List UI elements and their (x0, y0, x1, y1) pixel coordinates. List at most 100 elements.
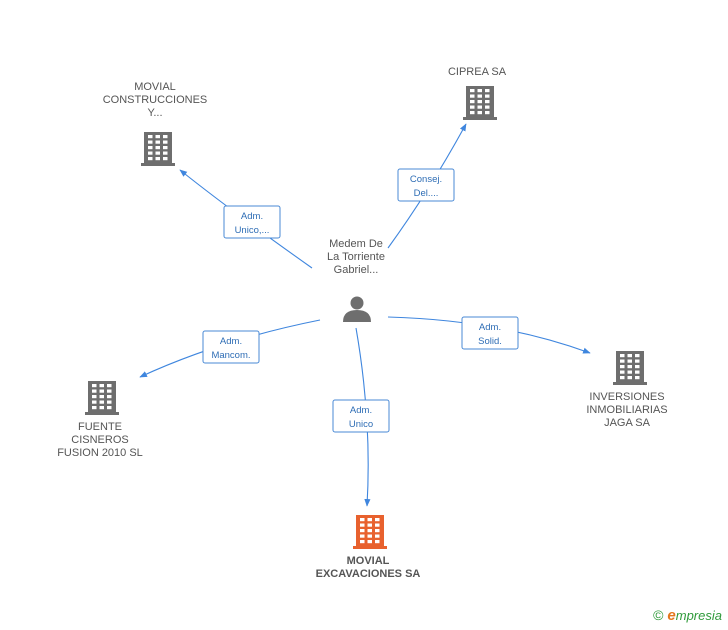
building-window (477, 94, 482, 98)
edge-label-line: Solid. (478, 336, 502, 347)
building-window (485, 89, 490, 93)
building-window (155, 140, 160, 144)
building-window (163, 146, 168, 150)
building-window (163, 157, 168, 161)
building-window (635, 376, 640, 380)
label-line: FUSION 2010 SL (57, 447, 143, 459)
building-window (635, 365, 640, 369)
edge-label-ciprea[interactable]: Consej. Del.... (397, 168, 455, 202)
building-window (360, 518, 365, 522)
building-window (148, 135, 153, 139)
building-window (375, 534, 380, 538)
building-window (375, 540, 380, 544)
building-icon-movial-construcciones[interactable] (141, 132, 175, 166)
edge-label-box (223, 205, 281, 239)
building-window (92, 406, 97, 410)
building-icon-fuente-cisneros[interactable] (85, 381, 119, 415)
building-window (148, 157, 153, 161)
building-window (470, 100, 475, 104)
edge-label-line: Consej. (410, 174, 442, 185)
building-window (163, 140, 168, 144)
building-window (92, 400, 97, 404)
edge-label-line: Unico,... (235, 225, 270, 236)
building-window (477, 89, 482, 93)
edge-label-inversiones-inmobiliarias[interactable]: Adm.Solid. (461, 316, 519, 350)
copyright-symbol: © (653, 607, 664, 623)
building-window (635, 370, 640, 374)
building-window (635, 354, 640, 358)
building-window (92, 384, 97, 388)
building-window (148, 151, 153, 155)
building-icon-inversiones-inmobiliarias[interactable] (613, 351, 647, 385)
label-line: EXCAVACIONES SA (316, 568, 421, 580)
building-window (99, 406, 104, 410)
building-window (620, 370, 625, 374)
edge-label-line: Del.... (414, 188, 439, 199)
building-window (627, 365, 632, 369)
building-icon-ciprea[interactable] (463, 86, 497, 120)
building-window (163, 151, 168, 155)
edge-label-movial-construcciones[interactable]: Adm.Unico,... (223, 205, 281, 239)
edge-label-text: Consej. Del.... (410, 174, 442, 199)
edge-label-text: Adm. Mancom. (211, 336, 250, 361)
label-line: Medem De (329, 238, 383, 250)
building-window (155, 146, 160, 150)
person-icon[interactable] (343, 296, 371, 323)
building-window (367, 523, 372, 527)
brand-footer[interactable]: ©empresia (653, 607, 722, 624)
building-window (470, 94, 475, 98)
building-window (477, 111, 482, 115)
label-line: MOVIAL (134, 81, 176, 93)
edge-label-text: Adm.Unico (349, 405, 373, 430)
building-window (627, 376, 632, 380)
building-window (627, 359, 632, 363)
building-window (470, 105, 475, 109)
building-window (627, 354, 632, 358)
edge-label-text: Adm.Unico,... (235, 211, 270, 236)
building-icon-movial-excavaciones[interactable] (353, 515, 387, 549)
building-window (367, 518, 372, 522)
building-window (620, 376, 625, 380)
building-window (485, 105, 490, 109)
building-window (620, 359, 625, 363)
label-line: Gabriel... (334, 264, 379, 276)
building-window (99, 384, 104, 388)
edge-label-box (397, 168, 455, 202)
building-window (360, 523, 365, 527)
edge-label-line: Mancom. (211, 350, 250, 361)
building-window (635, 359, 640, 363)
brand-logo-text: mpresia (675, 608, 722, 623)
building-base (613, 382, 647, 385)
building-window (148, 140, 153, 144)
label-line: JAGA SA (604, 417, 651, 429)
building-window (92, 395, 97, 399)
building-window (375, 529, 380, 533)
building-window (99, 389, 104, 393)
building-window (99, 400, 104, 404)
building-window (485, 94, 490, 98)
label-line: INMOBILIARIAS (586, 404, 667, 416)
building-window (155, 135, 160, 139)
building-window (148, 146, 153, 150)
building-window (470, 89, 475, 93)
edge-label-line: Adm. (220, 336, 242, 347)
building-window (470, 111, 475, 115)
building-window (107, 400, 112, 404)
edge-label-movial-excavaciones[interactable]: Adm.Unico (332, 399, 390, 433)
building-window (107, 384, 112, 388)
building-window (485, 100, 490, 104)
label-line: Y... (147, 107, 162, 119)
edge-label-fuente-cisneros[interactable]: Adm. Mancom. (202, 330, 260, 364)
person-body (343, 310, 371, 322)
brand-logo-initial: e (667, 607, 676, 624)
building-base (85, 412, 119, 415)
label-line: MOVIAL (347, 555, 390, 567)
label-line: CONSTRUCCIONES (103, 94, 208, 106)
building-window (107, 395, 112, 399)
building-window (477, 105, 482, 109)
